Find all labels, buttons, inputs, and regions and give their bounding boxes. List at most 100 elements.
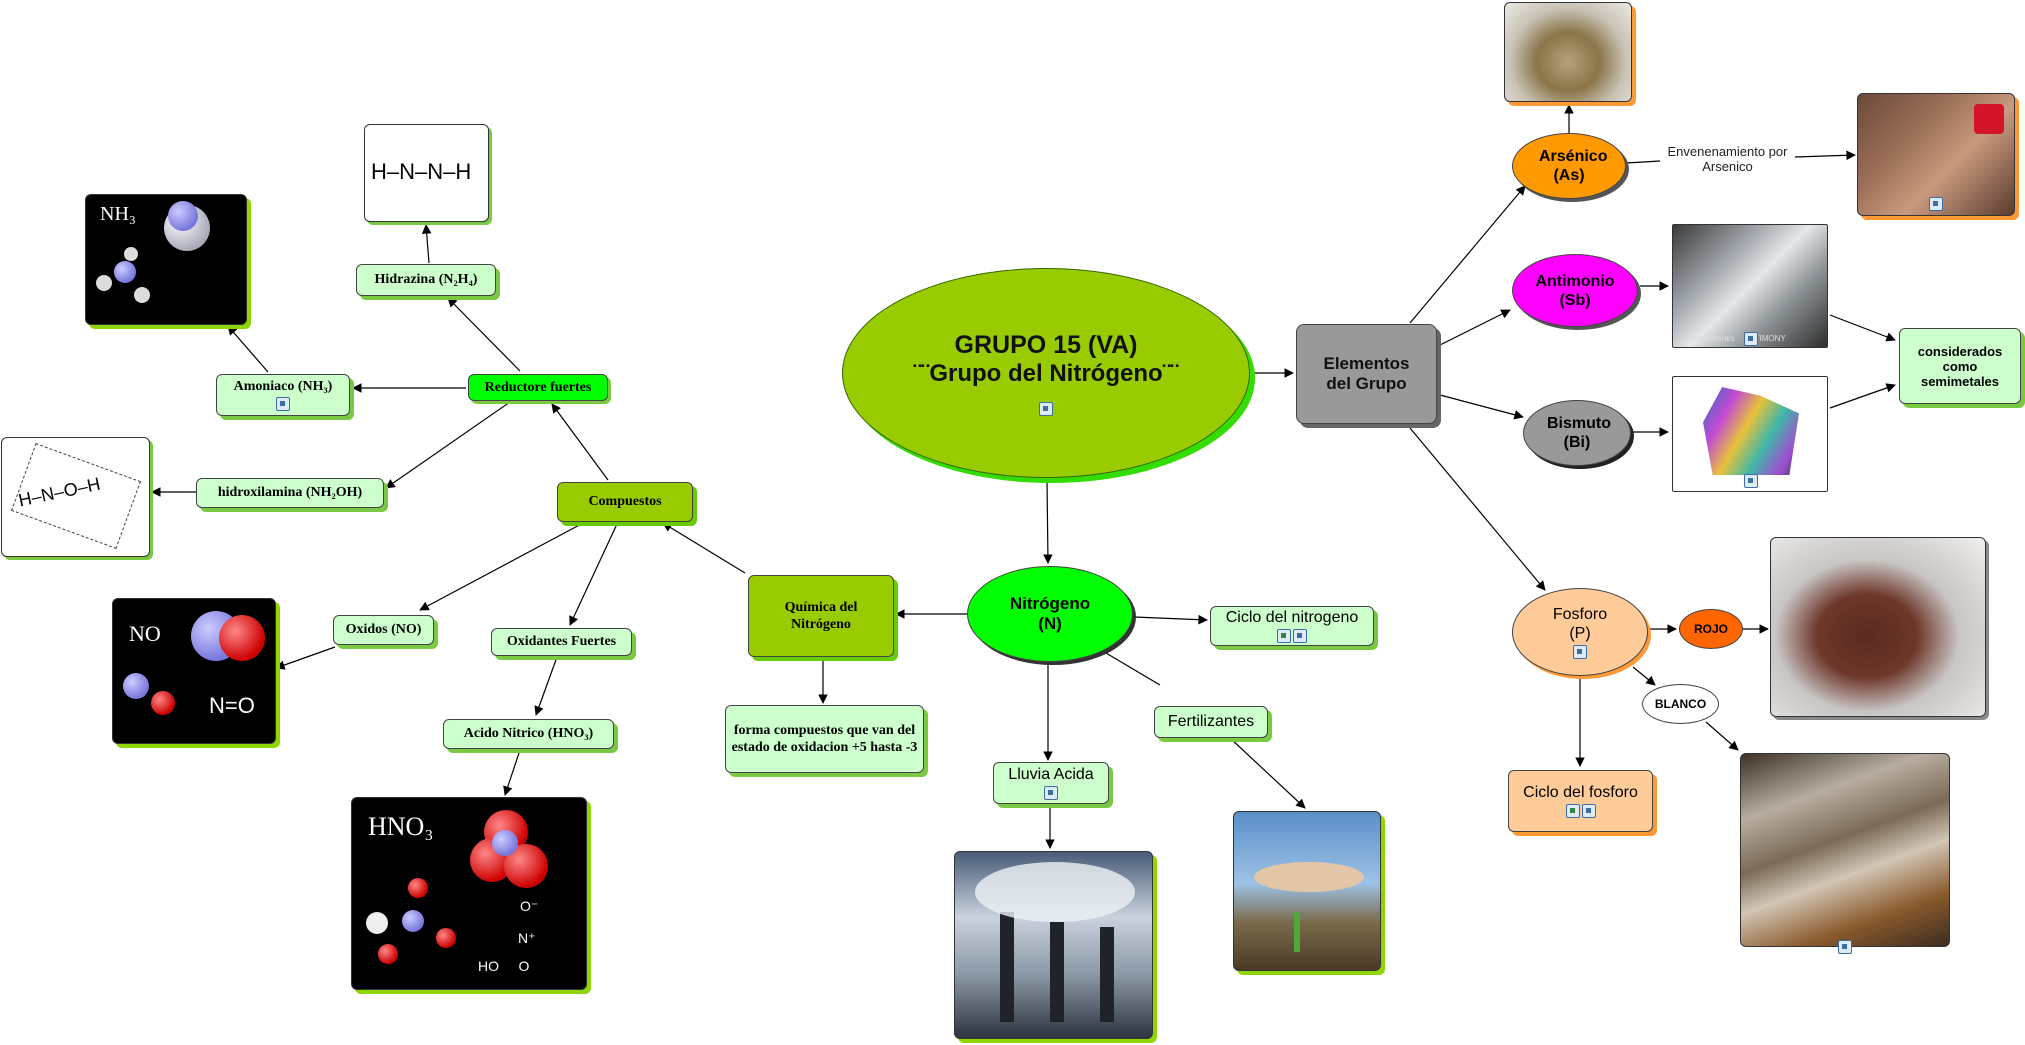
edge-compuestos-reductores [551, 403, 609, 481]
acido-nitrico-label: Acido Nitrico (HNO₃) [463, 726, 594, 741]
lluvia-acida-label: Lluvia Acida [1008, 766, 1094, 783]
note-icon[interactable] [1039, 401, 1053, 416]
oxidos-node[interactable]: Oxidos (NO) [333, 615, 434, 645]
elementos-label: Elementos del Grupo [1323, 354, 1410, 393]
note-icon[interactable] [1581, 804, 1596, 818]
central-node[interactable]: GRUPO 15 (VA) ¨¨Grupo del Nitrógeno¨¨ [842, 268, 1250, 478]
no-text: NO [129, 621, 161, 646]
red-phosphorus-image[interactable] [1770, 537, 1986, 717]
rojo-node[interactable]: ROJO [1679, 609, 1743, 649]
hidroxilamina-label: hidroxilamina (NH₂OH) [217, 485, 363, 500]
nh3-text: NH₃ [100, 203, 136, 225]
ciclo-fosforo-label: Ciclo del fosforo [1523, 784, 1638, 801]
ciclo-fosforo-node[interactable]: Ciclo del fosforo [1508, 770, 1653, 832]
picture-icon[interactable] [1565, 804, 1580, 818]
fertilizer-image[interactable] [1233, 811, 1381, 971]
note-icon[interactable] [1744, 473, 1758, 488]
hydrazine-image[interactable]: H–N–N–H [364, 124, 489, 222]
quimica-node[interactable]: Química del Nitrógeno [748, 575, 894, 657]
lluvia-acida-node[interactable]: Lluvia Acida [993, 762, 1109, 804]
edge-env-img [1794, 150, 1856, 161]
edge-oxidantes-acido [534, 656, 558, 716]
acido-nitrico-node[interactable]: Acido Nitrico (HNO₃) [443, 719, 614, 749]
no-formula: N=O [209, 693, 255, 718]
edge-compuestos-oxidantes [569, 523, 618, 626]
note-icon[interactable] [1744, 331, 1758, 346]
reductores-label: Reductore fuertes [484, 379, 592, 395]
note-icon[interactable] [1293, 629, 1307, 643]
hidrazina-label: Hidrazina (N₂H₄) [374, 272, 478, 287]
arsenic-poisoning-image[interactable] [1857, 93, 2015, 216]
semimetales-node[interactable]: considerados como semimetales [1899, 328, 2021, 404]
oxidantes-label: Oxidantes Fuertes [506, 634, 617, 649]
edge-reductores-hidroxil [385, 401, 511, 489]
bismuto-label: Bismuto (Bi) [1547, 415, 1611, 451]
arsenico-node[interactable]: Arsénico (As) [1512, 133, 1626, 199]
hno3-text: HNO₃ [368, 812, 434, 841]
ciclo-nitrogeno-label: Ciclo del nitrogeno [1225, 609, 1359, 626]
nitrogeno-label: Nitrógeno (N) [1009, 594, 1091, 633]
central-title: GRUPO 15 (VA) [954, 330, 1138, 359]
edge-elementos-arsenico [1409, 185, 1526, 324]
acid-rain-image[interactable] [954, 851, 1153, 1039]
hno3-image[interactable]: HNO₃ O⁻ N⁺ HO O [351, 797, 587, 990]
oxidantes-node[interactable]: Oxidantes Fuertes [491, 628, 632, 656]
edge-amoniaco-img [227, 325, 269, 373]
sb-caption: Crest Minerals ANTIMONY [1683, 334, 1786, 343]
edge-elementos-antimonio [1439, 309, 1511, 346]
hno3-formula-o: O⁻ [520, 898, 539, 914]
hno3-formula-n: N⁺ [518, 930, 536, 946]
note-icon[interactable] [1838, 939, 1852, 954]
elementos-node[interactable]: Elementos del Grupo [1296, 324, 1437, 424]
white-phosphorus-image[interactable] [1740, 753, 1950, 947]
amoniaco-label: Amoniaco (NH₃) [233, 379, 333, 394]
bismuth-image[interactable] [1672, 376, 1828, 492]
bismuto-node[interactable]: Bismuto (Bi) [1523, 400, 1631, 466]
edge-fosforo-blanco [1632, 666, 1656, 686]
picture-icon[interactable] [1277, 629, 1291, 643]
hidroxilamina-node[interactable]: hidroxilamina (NH₂OH) [196, 478, 384, 508]
rojo-label: ROJO [1693, 622, 1728, 636]
edge-elementos-bismuto [1439, 394, 1524, 420]
edge-blanco-img [1705, 721, 1739, 751]
edge-elementos-fosforo [1409, 427, 1546, 591]
note-icon[interactable] [276, 397, 290, 411]
central-subtitle: ¨¨Grupo del Nitrógeno¨¨ [913, 359, 1179, 387]
arsenic-mineral-image[interactable] [1504, 2, 1632, 102]
oxidacion-label: forma compuestos que van del estado de o… [731, 723, 918, 755]
edge-acido-img [503, 749, 521, 796]
amoniaco-node[interactable]: Amoniaco (NH₃) [216, 374, 350, 416]
note-icon[interactable] [1573, 645, 1587, 659]
reductores-node[interactable]: Reductore fuertes [468, 374, 608, 401]
edge-nitrogeno-ciclo [1133, 614, 1208, 625]
edge-quimica-compuestos [662, 522, 746, 574]
note-icon[interactable] [1044, 786, 1058, 800]
no-image[interactable]: NO N=O [112, 598, 276, 744]
note-icon-wp[interactable] [1837, 938, 1853, 956]
fosforo-node[interactable]: Fosforo (P) [1512, 588, 1648, 676]
fertilizantes-node[interactable]: Fertilizantes [1154, 706, 1268, 738]
blanco-node[interactable]: BLANCO [1642, 684, 1719, 724]
envenenamiento-label: Envenenamiento por Arsenico [1667, 144, 1788, 174]
fosforo-label: Fosforo (P) [1552, 606, 1608, 642]
edge-compuestos-oxidos [419, 521, 586, 611]
edge-arsenico-env [1625, 160, 1661, 164]
hydrazine-formula: H–N–N–H [371, 159, 472, 184]
antimony-image[interactable]: Crest Minerals ANTIMONY [1672, 224, 1828, 348]
ciclo-nitrogeno-node[interactable]: Ciclo del nitrogeno [1210, 606, 1374, 646]
fertilizantes-label: Fertilizantes [1167, 713, 1255, 730]
antimonio-node[interactable]: Antimonio (Sb) [1512, 254, 1638, 327]
edge-reductores-hidrazina [447, 297, 521, 372]
edge-oxidos-img [275, 646, 336, 670]
semimetales-label: considerados como semimetales [1917, 343, 2003, 389]
hidrazina-node[interactable]: Hidrazina (N₂H₄) [356, 264, 496, 296]
antimonio-label: Antimonio (Sb) [1535, 272, 1615, 309]
hydroxylamine-image[interactable]: H–N–O–H [1, 437, 150, 557]
edge-nitrogeno-fert [1105, 652, 1161, 686]
nh3-image[interactable]: NH₃ [85, 194, 247, 325]
compuestos-node[interactable]: Compuestos [557, 482, 693, 522]
oxidacion-node[interactable]: forma compuestos que van del estado de o… [725, 705, 924, 773]
note-icon[interactable] [1929, 196, 1943, 211]
nitrogeno-node[interactable]: Nitrógeno (N) [967, 566, 1133, 662]
blanco-label: BLANCO [1654, 697, 1707, 711]
